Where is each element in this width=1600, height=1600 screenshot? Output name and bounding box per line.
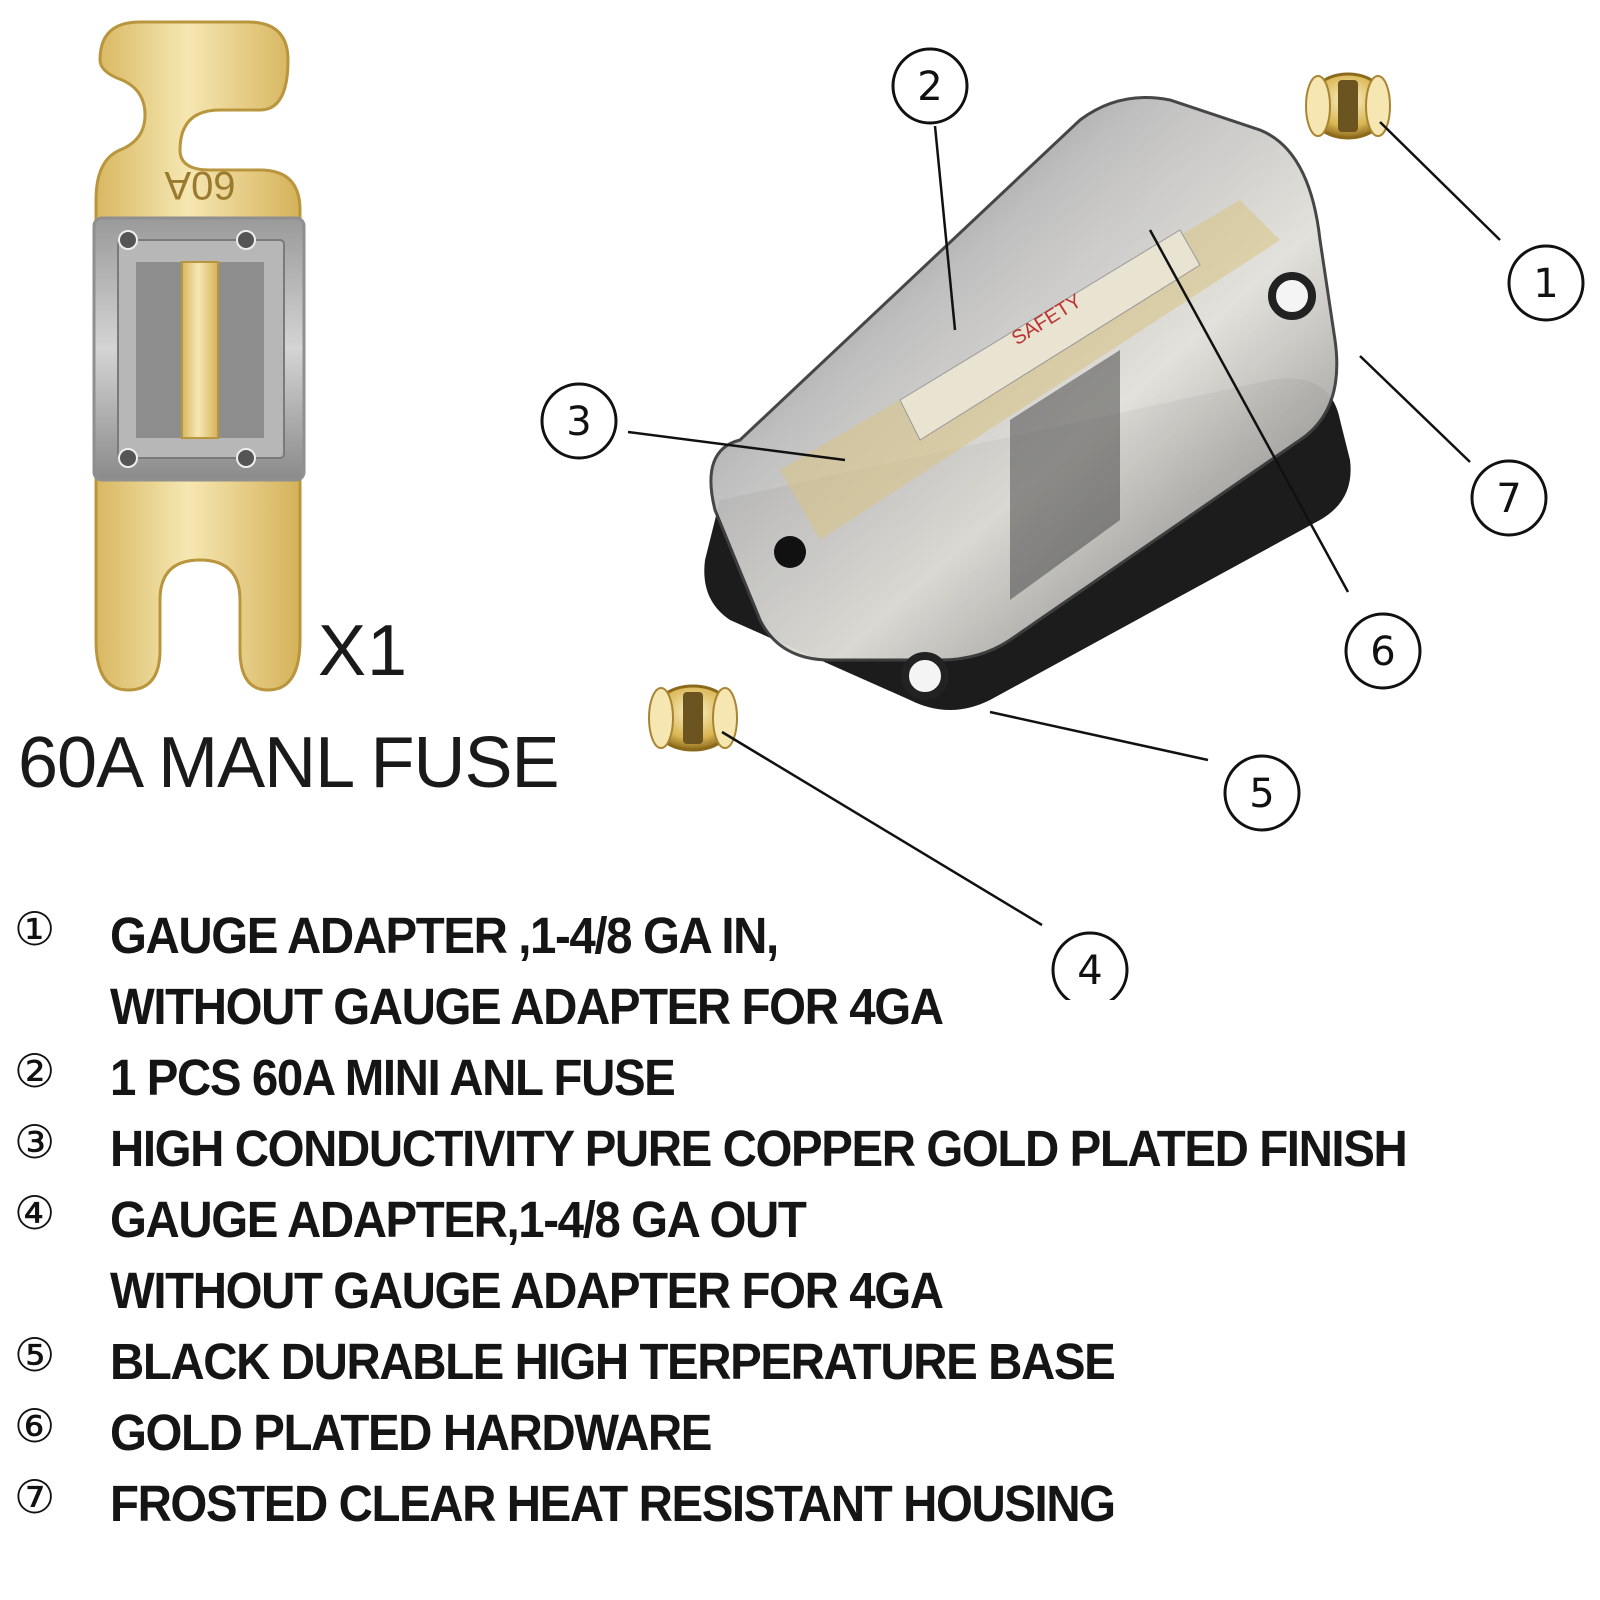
callout-1: 1 — [1507, 244, 1585, 322]
callout-leader-lines — [627, 121, 1501, 927]
feature-marker: ⑦ — [14, 1470, 56, 1524]
feature-marker: ⑤ — [14, 1328, 56, 1382]
callout-4: 4 — [1051, 931, 1129, 1000]
svg-text:5: 5 — [1249, 771, 1274, 817]
feature-marker: ① — [14, 902, 56, 956]
feature-text: GAUGE ADAPTER ,1-4/8 GA IN, — [110, 907, 779, 964]
feature-item-2: ② 1 PCS 60A MINI ANL FUSE — [14, 1042, 1584, 1113]
fuse-element — [181, 261, 219, 439]
feature-text: HIGH CONDUCTIVITY PURE COPPER GOLD PLATE… — [110, 1120, 1408, 1177]
callout-6: 6 — [1344, 612, 1422, 690]
svg-text:2: 2 — [917, 64, 942, 110]
svg-text:3: 3 — [566, 399, 591, 445]
fuse-title: 60A MANL FUSE — [18, 723, 560, 803]
fuse-stamp-text: 60A — [164, 163, 235, 207]
product-illustration: 60A SAFETY — [92, 20, 1585, 1000]
feature-item-1: ① GAUGE ADAPTER ,1-4/8 GA IN, WITHOUT GA… — [14, 900, 1584, 1042]
feature-item-3: ③ HIGH CONDUCTIVITY PURE COPPER GOLD PLA… — [14, 1113, 1584, 1184]
feature-marker: ⑥ — [14, 1399, 56, 1453]
fuse-quantity: X1 — [318, 611, 409, 691]
feature-text: 1 PCS 60A MINI ANL FUSE — [110, 1049, 676, 1106]
feature-marker: ② — [14, 1044, 56, 1098]
feature-list: ① GAUGE ADAPTER ,1-4/8 GA IN, WITHOUT GA… — [14, 900, 1584, 1539]
feature-item-6: ⑥ GOLD PLATED HARDWARE — [14, 1397, 1584, 1468]
feature-item-4: ④ GAUGE ADAPTER,1-4/8 GA OUT WITHOUT GAU… — [14, 1184, 1584, 1326]
callout-3: 3 — [540, 382, 618, 460]
feature-text: GAUGE ADAPTER,1-4/8 GA OUT — [110, 1191, 807, 1248]
callout-7: 7 — [1470, 459, 1548, 537]
svg-text:7: 7 — [1496, 476, 1521, 522]
feature-text: GOLD PLATED HARDWARE — [110, 1404, 712, 1461]
manl-fuse-image: 60A — [92, 20, 306, 692]
feature-text: WITHOUT GAUGE ADAPTER FOR 4GA — [110, 978, 944, 1035]
gauge-adapter-out-image — [648, 684, 738, 752]
holder-screw-top — [1268, 272, 1316, 320]
fuse-holder-image: SAFETY — [704, 96, 1351, 710]
gauge-adapter-in-image — [1305, 72, 1391, 140]
svg-text:1: 1 — [1533, 261, 1558, 307]
feature-text: WITHOUT GAUGE ADAPTER FOR 4GA — [110, 1262, 944, 1319]
feature-marker: ④ — [14, 1186, 56, 1240]
holder-screw-bottom — [901, 652, 949, 700]
feature-text: FROSTED CLEAR HEAT RESISTANT HOUSING — [110, 1475, 1116, 1532]
callout-5: 5 — [1223, 754, 1301, 832]
callout-2: 2 — [891, 47, 969, 125]
feature-text: BLACK DURABLE HIGH TERPERATURE BASE — [110, 1333, 1116, 1390]
feature-item-7: ⑦ FROSTED CLEAR HEAT RESISTANT HOUSING — [14, 1468, 1584, 1539]
svg-text:6: 6 — [1370, 629, 1395, 675]
svg-text:4: 4 — [1077, 948, 1102, 994]
feature-item-5: ⑤ BLACK DURABLE HIGH TERPERATURE BASE — [14, 1326, 1584, 1397]
feature-marker: ③ — [14, 1115, 56, 1169]
